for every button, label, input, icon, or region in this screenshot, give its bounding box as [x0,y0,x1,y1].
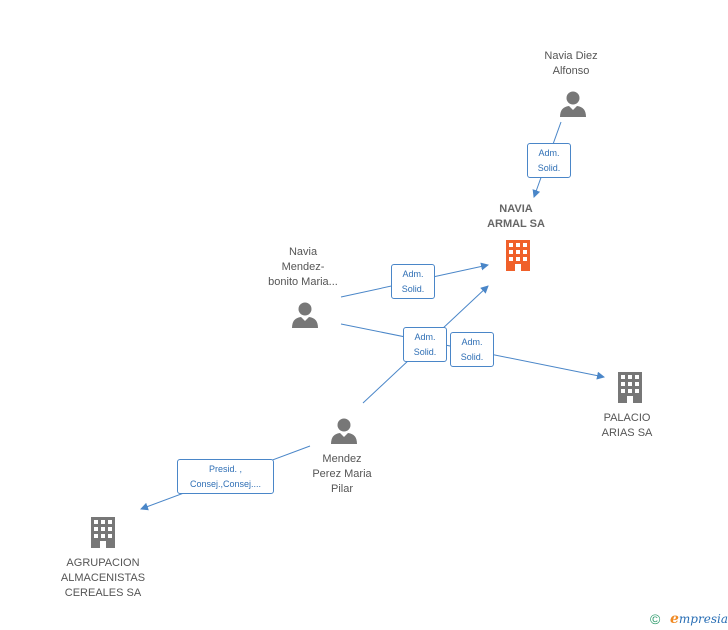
node-label-navia-armal-sa[interactable]: NAVIA ARMAL SA [487,203,545,230]
person-icon[interactable] [290,300,320,330]
brand-logo[interactable]: empresia [670,611,728,627]
building-icon[interactable] [614,370,646,405]
building-icon[interactable] [87,515,119,550]
relation-label-rel4: Adm. Solid. [450,332,494,367]
node-label-agrupacion[interactable]: AGRUPACION ALMACENISTAS CEREALES SA [60,557,146,599]
relation-label-rel1: Adm. Solid. [527,143,571,178]
relation-label-rel3: Adm. Solid. [403,327,447,362]
person-icon[interactable] [329,416,359,446]
brand-logo-text: mpresia [678,612,728,626]
node-label-navia-mendez[interactable]: Navia Mendez- bonito Maria... [268,246,338,288]
node-label-mendez-perez[interactable]: Mendez Perez Maria Pilar [312,453,372,495]
node-label-palacio-arias[interactable]: PALACIO ARIAS SA [601,412,653,439]
relation-label-rel5: Presid. , Consej.,Consej.... [177,459,274,494]
edges [140,121,605,511]
copyright-icon: © [650,611,661,627]
building-icon-focus[interactable] [502,238,534,273]
person-icon[interactable] [558,89,588,119]
brand-logo-e: e [670,611,679,627]
node-label-navia-diez-alfonso[interactable]: Navia Diez Alfonso [544,50,598,77]
relation-label-rel2: Adm. Solid. [391,264,435,299]
